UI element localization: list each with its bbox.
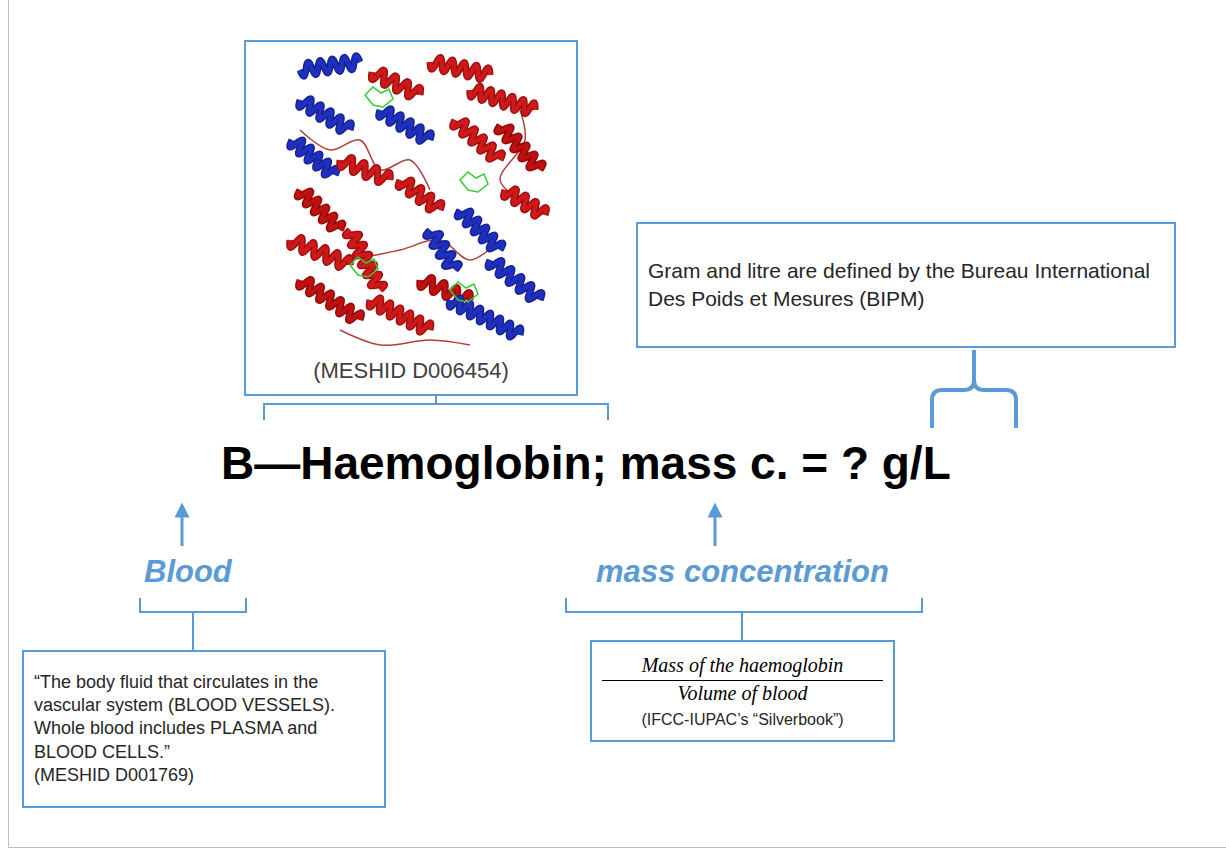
helix bbox=[290, 238, 351, 268]
helix bbox=[369, 298, 431, 332]
helix-edge bbox=[379, 109, 432, 142]
helix bbox=[504, 189, 547, 216]
heme-group bbox=[350, 257, 378, 277]
helix-ribbon bbox=[290, 238, 351, 268]
helix-edge bbox=[453, 120, 503, 160]
part-label: Blood bbox=[144, 554, 232, 590]
helix-edge bbox=[398, 180, 442, 210]
helix-ribbon bbox=[371, 70, 420, 97]
bracket bbox=[566, 598, 922, 640]
haemoglobin-structure bbox=[290, 56, 547, 346]
helix-edge bbox=[299, 279, 362, 320]
helix-ribbon bbox=[345, 230, 384, 290]
helix bbox=[340, 157, 390, 182]
box-text: (MESHID D006454) bbox=[254, 357, 568, 385]
helix-ribbon bbox=[426, 230, 460, 270]
bracket bbox=[140, 598, 246, 650]
definition-box: “The body fluid that circulates in the v… bbox=[22, 650, 386, 808]
helix-edge bbox=[345, 230, 384, 290]
box-text: (IFCC-IUPAC’s “Silverbook”) bbox=[602, 710, 883, 730]
curly-bracket bbox=[932, 350, 1016, 428]
helix-edge bbox=[470, 86, 535, 114]
helix bbox=[398, 180, 442, 210]
helix bbox=[371, 70, 420, 97]
box-text: “The body fluid that circulates in the v… bbox=[34, 671, 374, 765]
helix-edge bbox=[300, 56, 360, 76]
helix-edge bbox=[297, 190, 343, 230]
box-text: (MESHID D001769) bbox=[34, 764, 374, 787]
helix-ribbon bbox=[449, 298, 521, 337]
note-box: Gram and litre are defined by the Bureau… bbox=[636, 222, 1176, 348]
image-box: (MESHID D006454) bbox=[244, 40, 578, 396]
helix-ribbon bbox=[504, 189, 547, 216]
helix-edge bbox=[449, 298, 521, 337]
helix-ribbon bbox=[398, 180, 442, 210]
helix bbox=[345, 230, 384, 290]
helix-edge bbox=[299, 99, 352, 132]
helix-edge bbox=[426, 230, 460, 270]
helix bbox=[470, 86, 535, 114]
helix-edge bbox=[371, 70, 420, 97]
helix-ribbon bbox=[497, 125, 543, 170]
helix bbox=[430, 57, 490, 79]
helix bbox=[488, 260, 542, 300]
up-arrow bbox=[181, 510, 184, 546]
helix-ribbon bbox=[488, 260, 542, 300]
helix-edge bbox=[488, 260, 542, 300]
helix-ribbon bbox=[300, 56, 360, 76]
formula-box: Mass of the haemoglobinVolume of blood (I… bbox=[590, 640, 895, 742]
helix bbox=[300, 56, 360, 76]
helix-ribbon bbox=[369, 298, 431, 332]
box-text: Mass of the haemoglobin bbox=[602, 653, 883, 681]
helix-edge bbox=[290, 238, 351, 268]
helix-ribbon bbox=[430, 57, 490, 79]
helix-edge bbox=[340, 157, 390, 182]
helix-edge bbox=[504, 189, 547, 216]
heme-group bbox=[450, 282, 478, 302]
helix-ribbon bbox=[379, 109, 432, 142]
helix bbox=[457, 210, 503, 250]
helix bbox=[449, 298, 521, 337]
helix bbox=[299, 99, 352, 132]
heme-group bbox=[460, 172, 488, 192]
part-label: mass concentration bbox=[596, 554, 889, 590]
helix-ribbon bbox=[290, 140, 338, 175]
helix-edge bbox=[290, 140, 338, 175]
helix bbox=[297, 190, 343, 230]
helix bbox=[299, 279, 362, 320]
up-arrow bbox=[714, 510, 717, 546]
helix bbox=[290, 140, 338, 175]
helix-edge bbox=[457, 210, 503, 250]
coil-loop bbox=[340, 330, 470, 345]
helix-ribbon bbox=[453, 120, 503, 160]
helix-ribbon bbox=[297, 190, 343, 230]
helix-edge bbox=[430, 57, 490, 79]
helix bbox=[379, 109, 432, 142]
helix-ribbon bbox=[299, 99, 352, 132]
heme-group bbox=[365, 87, 393, 107]
helix-edge bbox=[497, 125, 543, 170]
box-text: Volume of blood bbox=[602, 681, 883, 706]
helix-ribbon bbox=[470, 86, 535, 114]
helix-edge bbox=[369, 298, 431, 332]
helix bbox=[426, 230, 460, 270]
helix-ribbon bbox=[299, 279, 362, 320]
box-text: Gram and litre are defined by the Bureau… bbox=[648, 257, 1164, 314]
main-expression: B—Haemoglobin; mass c. = ? g/L bbox=[221, 436, 951, 490]
helix-ribbon bbox=[457, 210, 503, 250]
helix bbox=[453, 120, 503, 160]
helix bbox=[497, 125, 543, 170]
helix-ribbon bbox=[340, 157, 390, 182]
bracket bbox=[264, 396, 608, 420]
